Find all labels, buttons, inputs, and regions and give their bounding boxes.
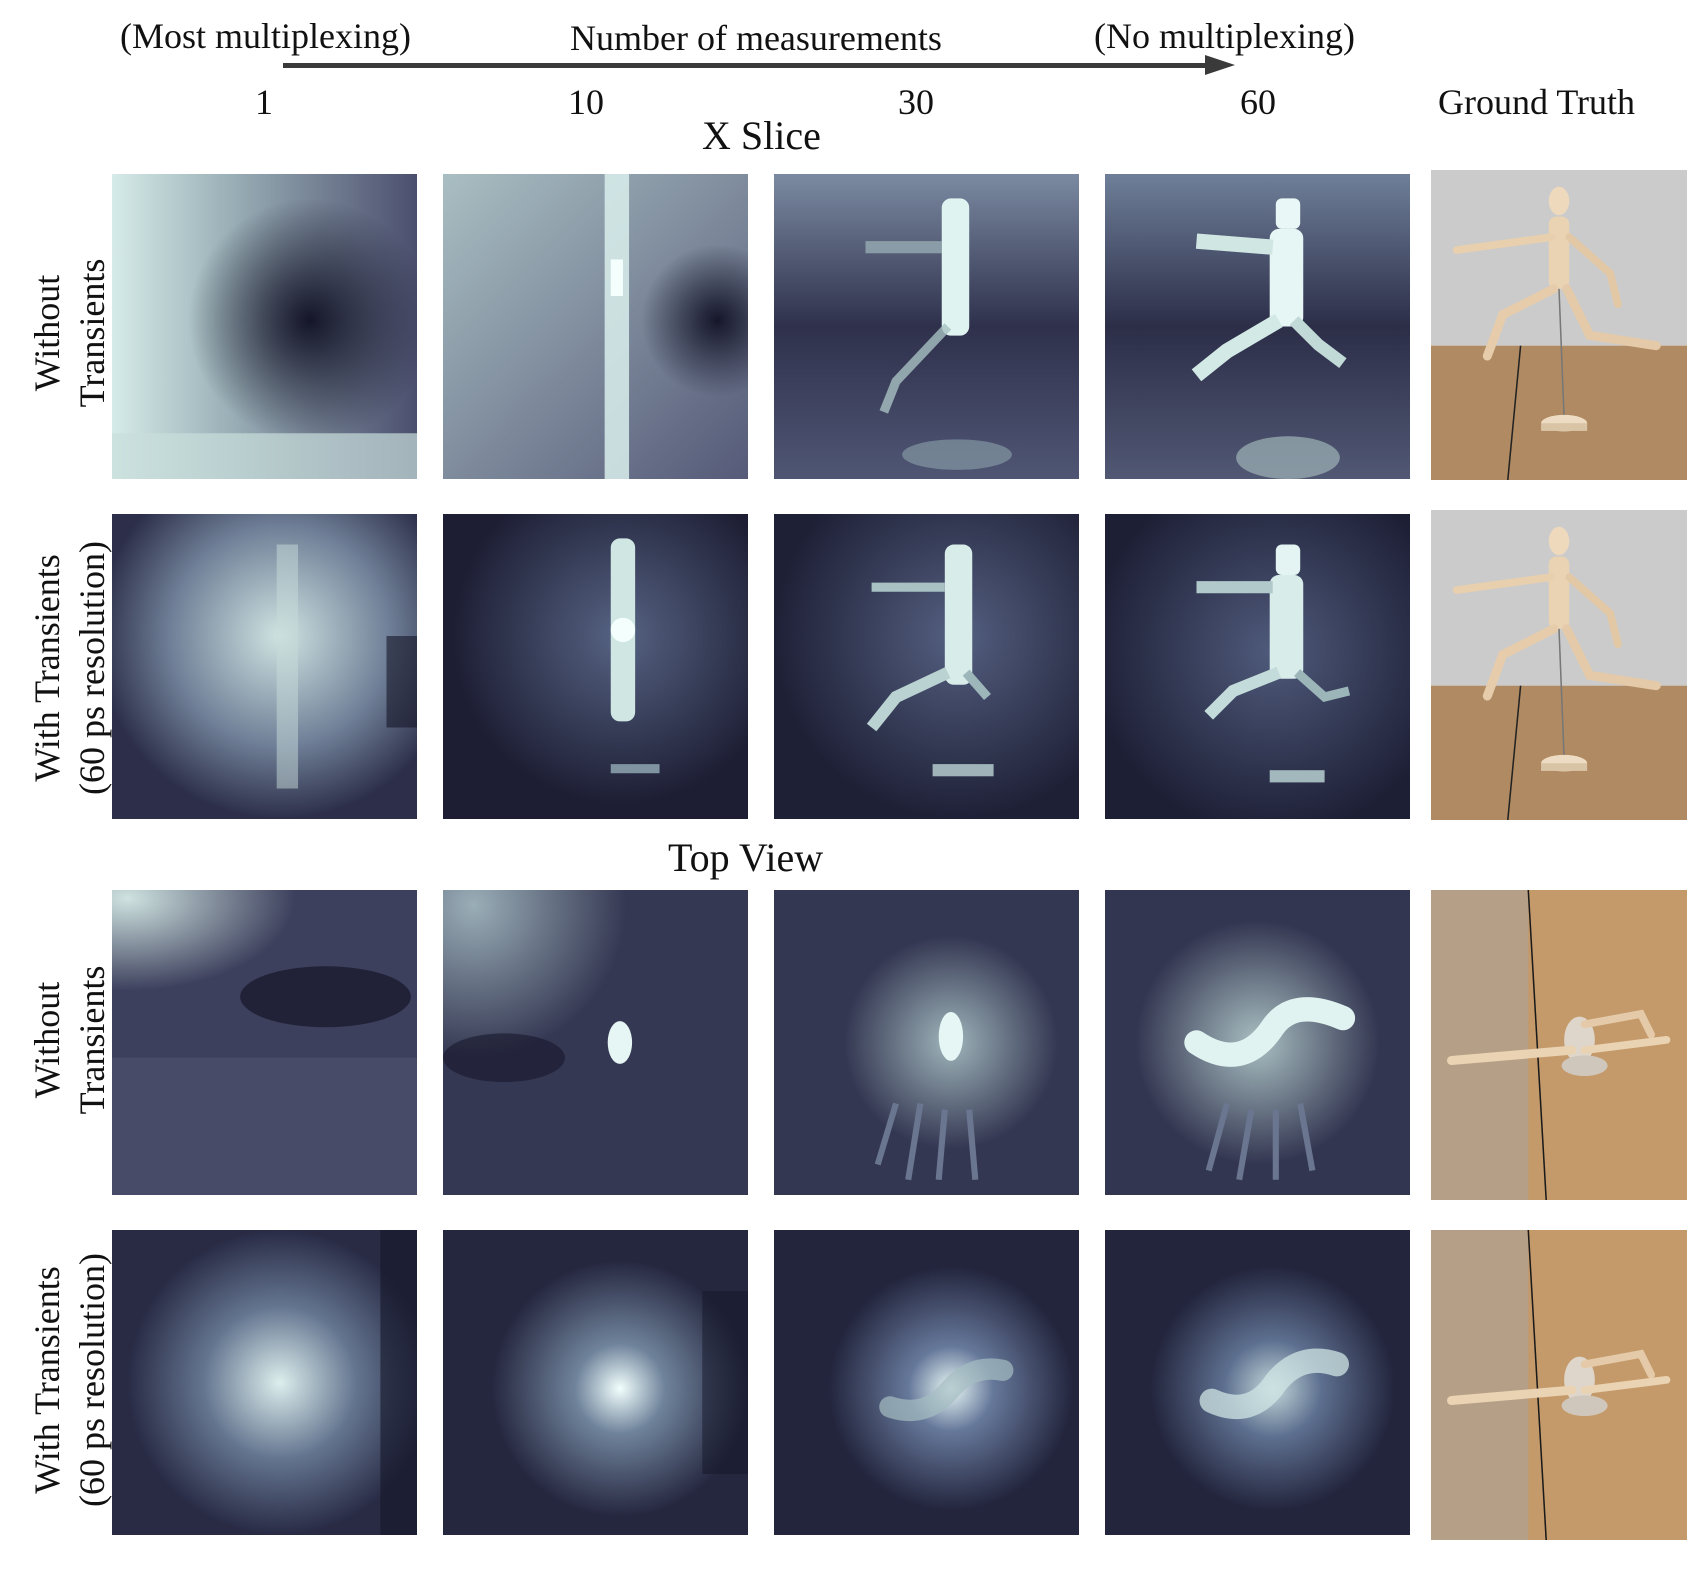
row-label-line2: (60 ps resolution) — [72, 1253, 112, 1507]
column-label-30: 30 — [898, 82, 934, 122]
column-label-60: 60 — [1240, 82, 1276, 122]
row-label-xslice-with: With Transients (60 ps resolution) — [20, 458, 120, 878]
ground-truth-xslice-photo-1 — [1431, 170, 1687, 480]
reconstruction-xslice-without-1 — [112, 174, 417, 479]
x-slice-heading: X Slice — [702, 113, 821, 158]
reconstruction-top-without-60 — [1105, 890, 1410, 1195]
reconstruction-xslice-without-30 — [774, 174, 1079, 479]
row-label-line1: Without — [27, 981, 67, 1099]
reconstruction-top-with-10 — [443, 1230, 748, 1535]
column-label-1: 1 — [255, 82, 273, 122]
reconstruction-xslice-without-60 — [1105, 174, 1410, 479]
row-label-top-with: With Transients (60 ps resolution) — [20, 1170, 120, 1590]
most-multiplexing-label: (Most multiplexing) — [120, 16, 411, 56]
row-label-line1: Without — [27, 274, 67, 392]
reconstruction-xslice-with-30 — [774, 514, 1079, 819]
reconstruction-top-without-30 — [774, 890, 1079, 1195]
reconstruction-top-with-30 — [774, 1230, 1079, 1535]
reconstruction-top-with-60 — [1105, 1230, 1410, 1535]
column-label-10: 10 — [568, 82, 604, 122]
measurements-arrow — [283, 63, 1223, 68]
top-view-heading: Top View — [668, 835, 824, 880]
row-label-line1: With Transients — [27, 1266, 67, 1494]
row-label-line2: (60 ps resolution) — [72, 541, 112, 795]
reconstruction-xslice-without-10 — [443, 174, 748, 479]
ground-truth-top-photo-2 — [1431, 1230, 1687, 1540]
no-multiplexing-label: (No multiplexing) — [1094, 16, 1355, 56]
row-label-line1: With Transients — [27, 554, 67, 782]
ground-truth-label: Ground Truth — [1438, 82, 1636, 122]
row-label-line2: Transients — [72, 258, 112, 408]
number-of-measurements-label: Number of measurements — [570, 18, 942, 58]
reconstruction-top-without-1 — [112, 890, 417, 1195]
reconstruction-top-without-10 — [443, 890, 748, 1195]
reconstruction-xslice-with-10 — [443, 514, 748, 819]
reconstruction-xslice-with-60 — [1105, 514, 1410, 819]
row-label-line2: Transients — [72, 965, 112, 1115]
ground-truth-top-photo-1 — [1431, 890, 1687, 1200]
reconstruction-top-with-1 — [112, 1230, 417, 1535]
reconstruction-xslice-with-1 — [112, 514, 417, 819]
arrow-head-icon — [1205, 55, 1235, 75]
ground-truth-xslice-photo-2 — [1431, 510, 1687, 820]
